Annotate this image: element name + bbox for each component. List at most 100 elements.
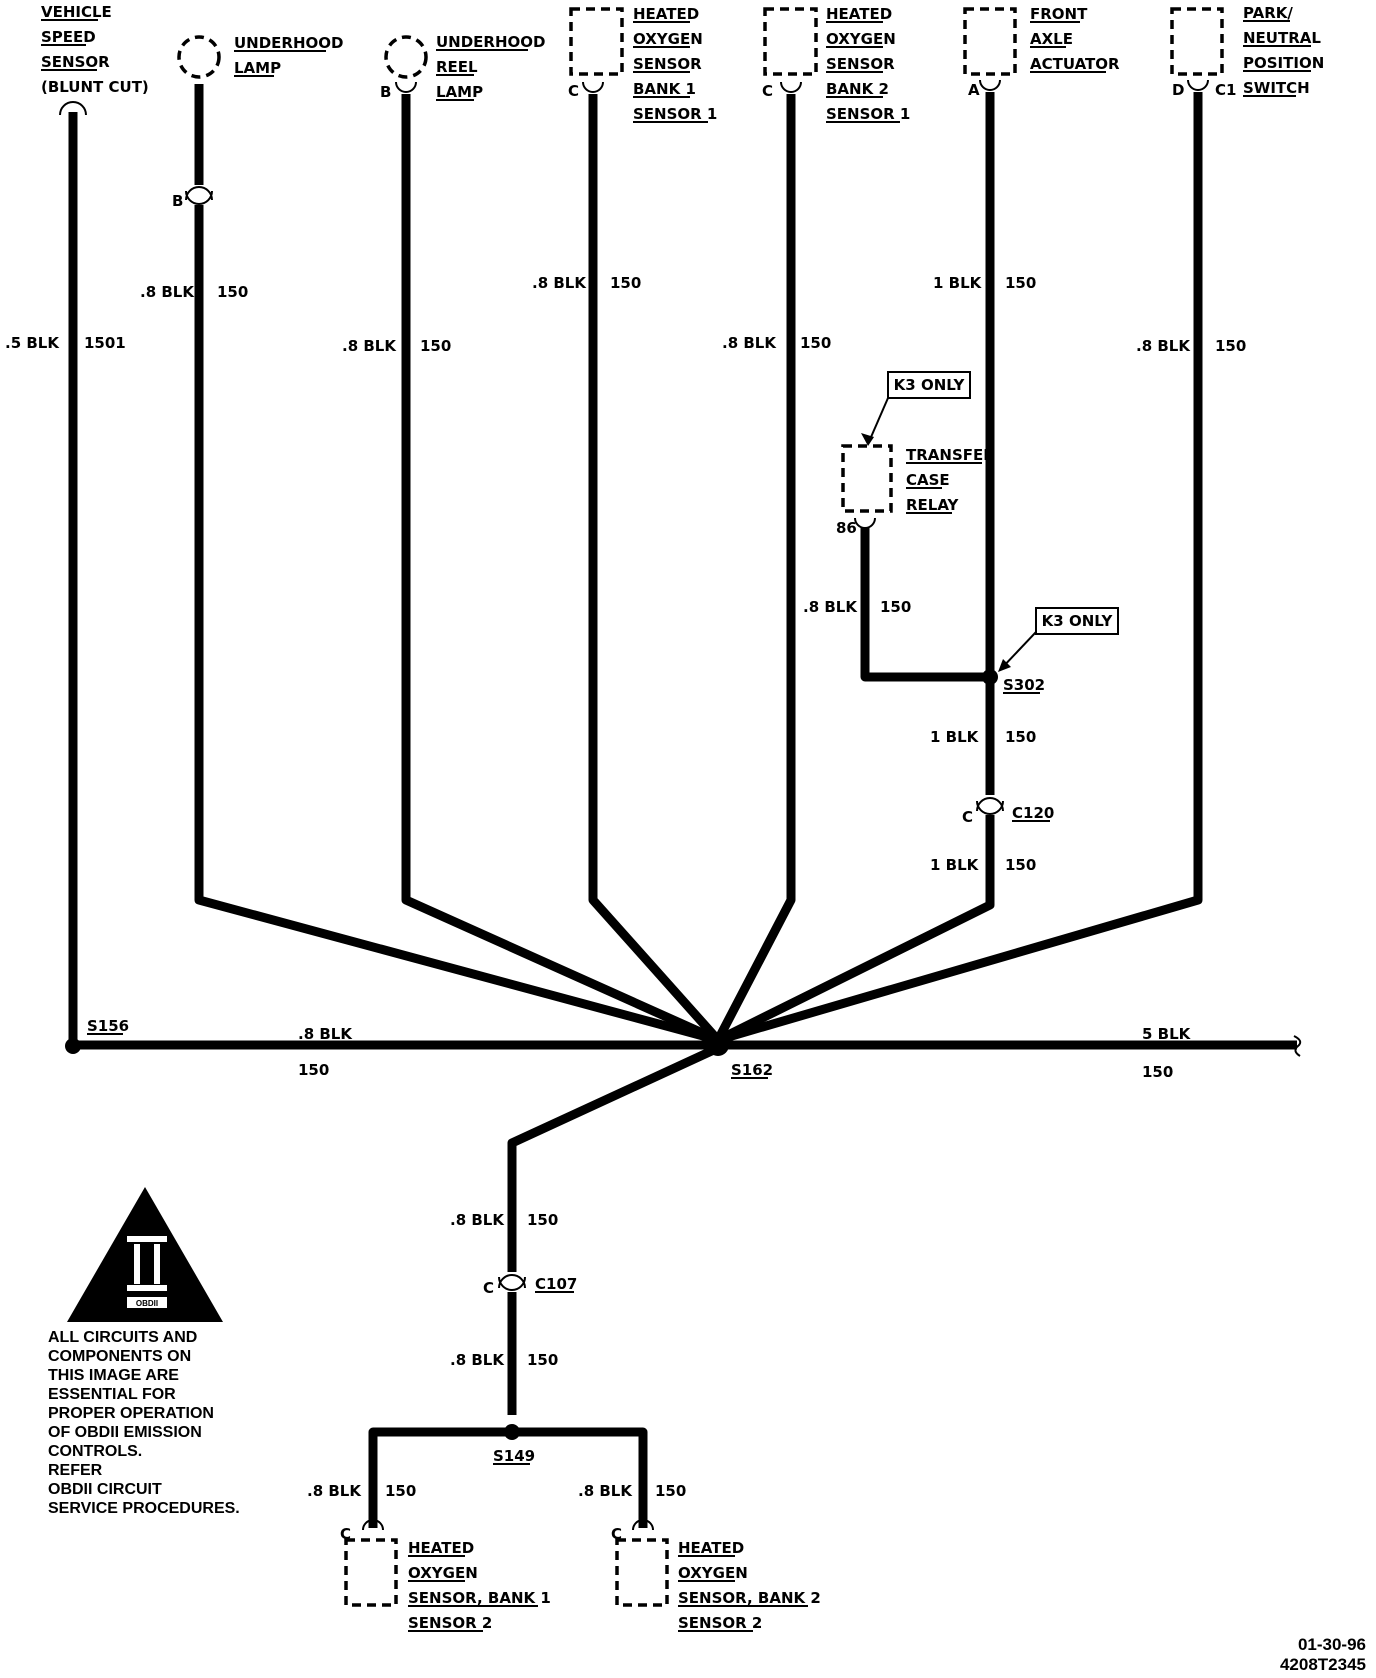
svg-text:SWITCH: SWITCH <box>1243 79 1310 97</box>
wire-front-axle <box>715 92 995 1045</box>
svg-text:150: 150 <box>527 1211 558 1229</box>
svg-text:REFER: REFER <box>48 1462 103 1479</box>
svg-text:.8 BLK: .8 BLK <box>803 598 858 616</box>
svg-text:SERVICE PROCEDURES.: SERVICE PROCEDURES. <box>48 1500 240 1517</box>
reel-lamp-pin: B <box>380 83 391 101</box>
svg-text:PARK/: PARK/ <box>1243 4 1293 22</box>
s302-note-box <box>1035 607 1119 635</box>
splice-s302-dot <box>982 669 998 685</box>
transfer-relay-label: TRANSFER CASE RELAY 86 <box>836 446 995 537</box>
wire-underhood-lamp <box>194 84 720 1045</box>
svg-text:150: 150 <box>217 283 248 301</box>
c120-pin: C <box>962 808 973 826</box>
wires <box>68 84 1297 1528</box>
wire-down-s149 <box>507 1043 720 1415</box>
svg-text:.8 BLK: .8 BLK <box>1136 337 1191 355</box>
c120-name: C120 <box>1012 804 1054 822</box>
pin-cup-reel <box>395 81 417 93</box>
connector-c120-symbol <box>976 797 1004 815</box>
svg-text:OBDII: OBDII <box>136 1299 158 1308</box>
svg-text:AXLE: AXLE <box>1030 30 1073 48</box>
svg-text:VEHICLE: VEHICLE <box>41 3 112 21</box>
svg-text:POSITION: POSITION <box>1243 54 1324 72</box>
svg-text:150: 150 <box>298 1061 329 1079</box>
svg-text:1 BLK: 1 BLK <box>930 728 980 746</box>
svg-text:.8 BLK: .8 BLK <box>722 334 777 352</box>
wire-labels: .5 BLK 1501 .8 BLK 150 .8 BLK 150 .8 BLK… <box>5 274 1246 1500</box>
svg-text:SENSOR 2: SENSOR 2 <box>678 1614 762 1632</box>
s302-note-arrowhead <box>998 659 1011 672</box>
c107-name: C107 <box>535 1275 577 1293</box>
lamp-inline-pin: B <box>172 192 183 210</box>
svg-text:BANK 1: BANK 1 <box>633 80 696 98</box>
svg-text:ACTUATOR: ACTUATOR <box>1030 55 1120 73</box>
svg-text:.5 BLK: .5 BLK <box>5 334 60 352</box>
s162-label: S162 <box>731 1061 773 1079</box>
stamp-date: 01-30-96 <box>1298 1635 1366 1654</box>
svg-text:.8 BLK: .8 BLK <box>578 1482 633 1500</box>
inline-connector-lamp <box>185 186 213 205</box>
svg-text:OBDII CIRCUIT: OBDII CIRCUIT <box>48 1481 162 1498</box>
svg-text:SENSOR, BANK 2: SENSOR, BANK 2 <box>678 1589 821 1607</box>
underhood-lamp-label: UNDERHOOD LAMP <box>234 34 344 77</box>
svg-text:150: 150 <box>880 598 911 616</box>
relay-pin: 86 <box>836 519 857 537</box>
svg-text:150: 150 <box>1005 856 1036 874</box>
wire-ho2s-b2s1 <box>714 94 796 1043</box>
splice-s156-dot <box>65 1038 81 1054</box>
svg-text:150: 150 <box>1005 274 1036 292</box>
svg-text:THIS IMAGE ARE: THIS IMAGE ARE <box>48 1367 179 1384</box>
k3-callouts: K3 ONLY K3 ONLY <box>861 371 1119 672</box>
ho2s-b2s1-symbol <box>763 7 818 76</box>
svg-text:TRANSFER: TRANSFER <box>906 446 995 464</box>
splice-s162-dot <box>707 1034 729 1056</box>
svg-text:.8 BLK: .8 BLK <box>532 274 587 292</box>
svg-text:UNDERHOOD: UNDERHOOD <box>436 33 546 51</box>
s302-label: S302 <box>1003 676 1045 694</box>
pin-cup-axle <box>979 79 1001 91</box>
svg-text:.8 BLK: .8 BLK <box>450 1351 505 1369</box>
obdii-notice: OBDII ALL CIRCUITS AND COMPONENTS ON THI… <box>48 1187 240 1517</box>
svg-text:HEATED: HEATED <box>826 5 892 23</box>
svg-text:(BLUNT CUT): (BLUNT CUT) <box>41 78 149 96</box>
svg-text:1 BLK: 1 BLK <box>933 274 983 292</box>
svg-text:150: 150 <box>655 1482 686 1500</box>
svg-text:COMPONENTS ON: COMPONENTS ON <box>48 1348 191 1365</box>
wire-b1s2 <box>368 1427 512 1528</box>
connector-symbols <box>59 79 1302 1531</box>
s302-note-text: K3 ONLY <box>1042 612 1114 630</box>
svg-text:150: 150 <box>420 337 451 355</box>
underhood-reel-lamp-symbol <box>384 35 428 79</box>
splice-s149-dot <box>504 1424 520 1440</box>
svg-text:SENSOR: SENSOR <box>633 55 702 73</box>
wire-break-symbol <box>1293 1035 1302 1057</box>
front-axle-label: FRONT AXLE ACTUATOR A <box>968 5 1120 99</box>
date-stamp: 01-30-96 4208T2345 <box>1280 1635 1366 1674</box>
svg-text:.8 BLK: .8 BLK <box>298 1025 353 1043</box>
relay-note-arrowhead <box>861 433 874 446</box>
svg-text:.8 BLK: .8 BLK <box>140 283 195 301</box>
obdii-badge <box>127 1297 167 1308</box>
svg-text:OXYGEN: OXYGEN <box>408 1564 478 1582</box>
front-axle-symbol <box>963 7 1017 76</box>
svg-text:5 BLK: 5 BLK <box>1142 1025 1192 1043</box>
svg-text:150: 150 <box>610 274 641 292</box>
svg-text:REEL: REEL <box>436 58 478 76</box>
underhood-lamp-symbol <box>177 35 221 79</box>
svg-text:OXYGEN: OXYGEN <box>826 30 896 48</box>
transfer-relay-symbol <box>841 444 893 513</box>
svg-text:CONTROLS.: CONTROLS. <box>48 1443 142 1460</box>
pnp-pin: D <box>1172 81 1184 99</box>
svg-text:.8 BLK: .8 BLK <box>342 337 397 355</box>
svg-text:PROPER OPERATION: PROPER OPERATION <box>48 1405 214 1422</box>
pnp-switch-label: PARK/ NEUTRAL POSITION SWITCH D C1 <box>1172 4 1324 99</box>
vss-label: VEHICLE SPEED SENSOR (BLUNT CUT) <box>41 3 149 96</box>
ho2s-b1s2-label: HEATED OXYGEN SENSOR, BANK 1 SENSOR 2 C <box>340 1525 551 1632</box>
svg-text:OXYGEN: OXYGEN <box>678 1564 748 1582</box>
svg-text:SENSOR 2: SENSOR 2 <box>408 1614 492 1632</box>
svg-text:.8 BLK: .8 BLK <box>307 1482 362 1500</box>
front-axle-pin: A <box>968 81 980 99</box>
svg-text:OF OBDII EMISSION: OF OBDII EMISSION <box>48 1424 202 1441</box>
s156-label: S156 <box>87 1017 129 1035</box>
